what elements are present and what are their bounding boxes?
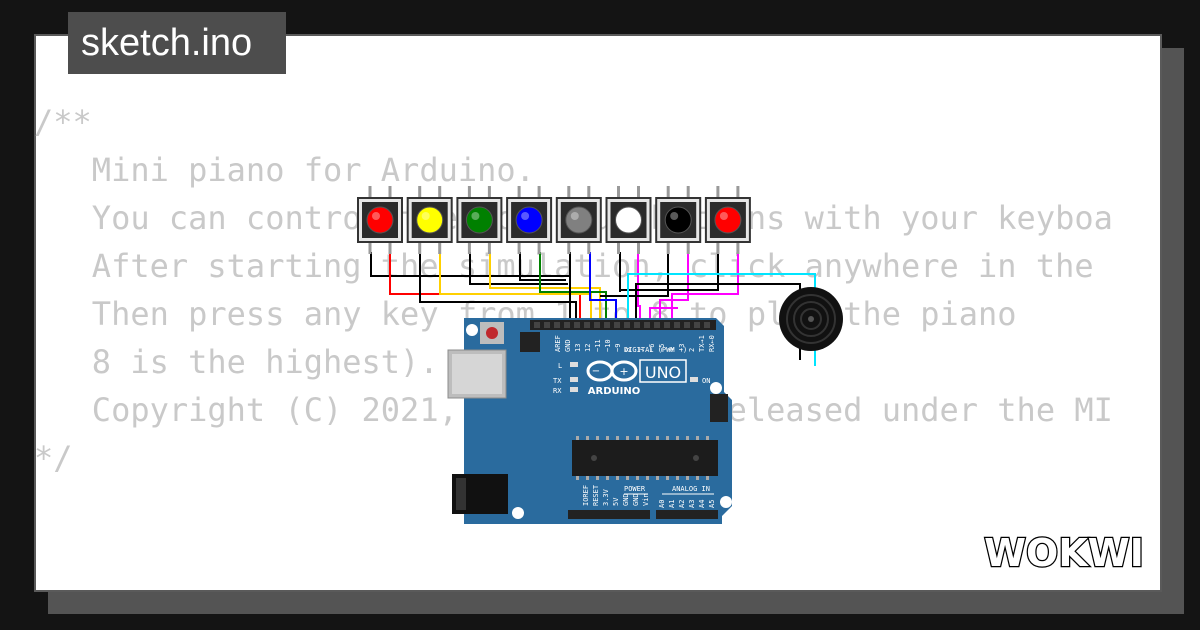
wire bbox=[600, 252, 669, 297]
svg-text:+: + bbox=[619, 365, 628, 378]
led-label: RX bbox=[553, 387, 562, 395]
file-tab[interactable]: sketch.ino bbox=[68, 12, 286, 74]
arduino-uno-board[interactable]: AREF GND 13 12 ~11 ~10 ~9 8 7 ~6 ~5 4 ~3… bbox=[447, 318, 732, 524]
wire bbox=[539, 252, 607, 318]
pin-label: GND bbox=[632, 493, 640, 506]
wire bbox=[671, 252, 739, 322]
wire bbox=[419, 252, 577, 318]
wire bbox=[489, 252, 601, 318]
pin-label: TX→1 bbox=[698, 335, 706, 352]
pin-label: ~10 bbox=[604, 339, 612, 352]
wire bbox=[637, 252, 641, 322]
pushbutton[interactable] bbox=[605, 186, 652, 254]
code-line: After starting the simulation, click any… bbox=[34, 247, 1094, 285]
pin-label: ~3 bbox=[678, 344, 686, 352]
svg-text:−: − bbox=[592, 366, 600, 377]
on-label: ON bbox=[702, 377, 710, 385]
pin-label: 8 bbox=[624, 348, 632, 352]
code-line: /** bbox=[34, 103, 92, 141]
pushbutton[interactable] bbox=[555, 186, 602, 254]
pin-label: Vin bbox=[642, 493, 650, 506]
pin-label: 3.3V bbox=[602, 488, 610, 506]
code-line: 8 is the highest). bbox=[34, 343, 439, 381]
pin-label: GND bbox=[622, 493, 630, 506]
code-line: */ bbox=[34, 439, 73, 477]
wokwi-logo-text: WOKWI bbox=[984, 531, 1144, 574]
pin-label: 2 bbox=[688, 348, 696, 352]
power-label: POWER bbox=[624, 485, 646, 493]
led-label: L bbox=[558, 362, 562, 370]
wires bbox=[370, 252, 816, 366]
pushbutton[interactable] bbox=[506, 186, 553, 254]
pin-label: ~6 bbox=[648, 344, 656, 352]
pin-label: A5 bbox=[708, 500, 716, 508]
pin-label: 4 bbox=[668, 348, 676, 352]
pin-label: AREF bbox=[554, 335, 562, 352]
pin-label: A3 bbox=[688, 500, 696, 508]
pin-label: A0 bbox=[658, 500, 666, 508]
wire bbox=[519, 252, 566, 281]
board-model: UNO bbox=[645, 363, 681, 382]
pin-label: 5V bbox=[612, 497, 620, 506]
pin-label: RESET bbox=[592, 484, 600, 506]
wire bbox=[589, 252, 617, 318]
bottom-pin-labels: IOREF RESET 3.3V 5V GND GND Vin POWER AN… bbox=[582, 484, 716, 508]
file-name: sketch.ino bbox=[81, 22, 253, 64]
pin-label: ~9 bbox=[614, 344, 622, 352]
wire bbox=[620, 252, 719, 291]
pin-label: ~11 bbox=[594, 339, 602, 352]
wire bbox=[469, 252, 568, 285]
arduino-logo-text: ARDUINO bbox=[588, 386, 640, 397]
wire bbox=[649, 307, 678, 322]
led-labels: L TX RX ON bbox=[553, 362, 710, 395]
pushbutton[interactable] bbox=[655, 186, 702, 254]
pin-label: A1 bbox=[668, 500, 676, 508]
wire bbox=[659, 252, 689, 322]
arduino-logo: − + ARDUINO bbox=[586, 360, 640, 397]
buzzer[interactable] bbox=[779, 287, 843, 351]
led-label: TX bbox=[553, 377, 562, 385]
pin-label: 7 bbox=[638, 348, 646, 352]
top-pin-labels: AREF GND 13 12 ~11 ~10 ~9 8 7 ~6 ~5 4 ~3… bbox=[554, 335, 716, 352]
pushbutton[interactable] bbox=[406, 186, 453, 254]
wokwi-logo: WOKWI bbox=[983, 530, 1145, 574]
wire bbox=[439, 252, 592, 318]
pin-label: A4 bbox=[698, 500, 706, 508]
pushbutton[interactable] bbox=[357, 186, 403, 254]
pin-label: 13 bbox=[574, 344, 582, 352]
pin-label: A2 bbox=[678, 500, 686, 508]
pushbutton-row bbox=[357, 186, 751, 254]
pin-label: IOREF bbox=[582, 485, 590, 506]
pushbutton[interactable] bbox=[704, 186, 751, 254]
digital-label: DIGITAL (PWM ~) bbox=[624, 346, 687, 354]
pin-label: ~5 bbox=[658, 344, 666, 352]
pin-label: RX←0 bbox=[708, 335, 716, 352]
pin-label: 12 bbox=[584, 344, 592, 352]
code-line: Mini piano for Arduino. bbox=[34, 151, 535, 189]
pin-label: GND bbox=[564, 339, 572, 352]
analog-label: ANALOG IN bbox=[672, 485, 710, 493]
pushbutton[interactable] bbox=[456, 186, 503, 254]
